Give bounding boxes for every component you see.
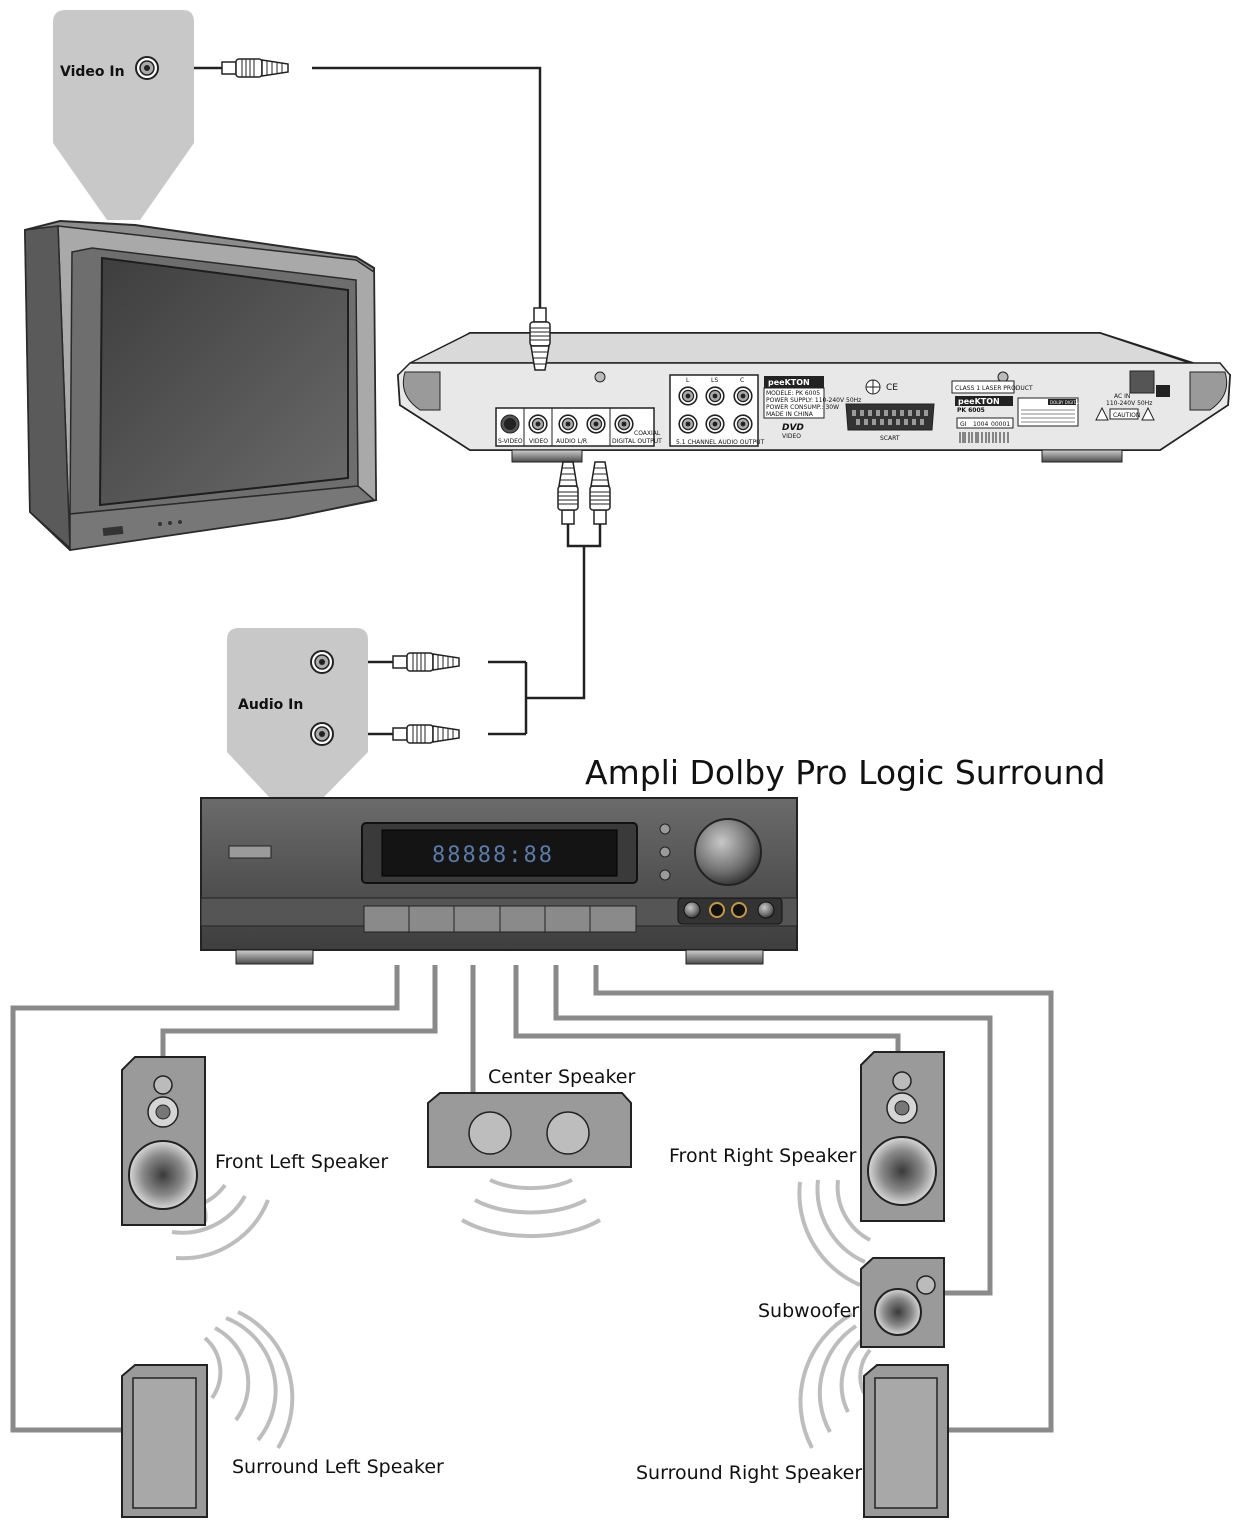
amp-display: 88888:88 (432, 843, 554, 868)
serial-number-2: 00001 (991, 421, 1010, 428)
ch-out-jack[interactable] (733, 414, 753, 434)
video-in-jack[interactable] (135, 56, 159, 80)
amp-small-knob[interactable] (683, 901, 701, 919)
audio-plug-amp-right (392, 724, 460, 744)
digital-output-label: DIGITAL OUTPUT (612, 438, 662, 445)
barcode (959, 432, 1009, 443)
serial-number-1: 1004 (973, 421, 988, 428)
video-plug-tv (221, 58, 289, 78)
surround-right-speaker (863, 1364, 949, 1518)
television (23, 219, 378, 552)
video-plug-dvd (529, 307, 551, 371)
s-video-label: S-VIDEO (498, 438, 523, 445)
power-switch[interactable] (1156, 385, 1170, 397)
scart-label: SCART (880, 435, 900, 442)
audio-plug-dvd-left (557, 461, 579, 525)
amp-button[interactable] (659, 869, 671, 881)
audio-in-label: Audio In (238, 697, 303, 713)
surround-right-speaker-label: Surround Right Speaker (636, 1462, 862, 1484)
front-right-speaker (860, 1051, 945, 1222)
video-label: VIDEO (529, 438, 548, 445)
brand-label: peeKTON (768, 378, 810, 387)
dvd-logo-sub: VIDEO (782, 433, 801, 440)
origin-line: MADE IN CHINA (766, 411, 814, 418)
dvd-logo: DVD (782, 423, 804, 433)
front-left-speaker (121, 1056, 206, 1226)
caution-label: CAUTION (1113, 412, 1140, 419)
front-jack[interactable] (731, 902, 747, 918)
serial-code: GI (960, 421, 967, 428)
audio-cable (526, 546, 586, 700)
amplifier-title: Ampli Dolby Pro Logic Surround (585, 753, 1105, 792)
amp-button[interactable] (659, 846, 671, 858)
audio-in-jack-left[interactable] (310, 650, 334, 674)
ch-out-jack[interactable] (678, 414, 698, 434)
ch-out-jack[interactable] (678, 386, 698, 406)
wire-subwoofer (553, 965, 993, 1296)
audio-left-jack[interactable] (558, 414, 578, 434)
channel-output-label: 5.1 CHANNEL AUDIO OUTPUT (676, 439, 765, 446)
laser-label: CLASS 1 LASER PRODUCT (955, 385, 1033, 392)
coaxial-jack[interactable] (614, 414, 634, 434)
amp-small-knob[interactable] (757, 901, 775, 919)
ch-out-jack[interactable] (705, 414, 725, 434)
volume-knob[interactable] (694, 818, 762, 886)
audio-plug-dvd-right (589, 461, 611, 525)
dvd-player: S-VIDEO VIDEO AUDIO L/R DIGITAL OUTPUT C… (396, 307, 1232, 525)
ce-mark: CE (886, 383, 898, 393)
serial-brand: peeKTON (958, 397, 1000, 406)
power-line: POWER SUPPLY: 110-240V 50Hz (766, 397, 861, 404)
speaker-wires (10, 965, 1054, 1433)
ch-l-label: L (686, 377, 690, 384)
dolby-label: DOLBY DIGITAL (1050, 400, 1081, 405)
sound-waves (171, 1156, 880, 1450)
front-jack[interactable] (709, 902, 725, 918)
power-button[interactable] (228, 845, 272, 859)
front-left-speaker-label: Front Left Speaker (215, 1151, 388, 1173)
center-speaker-label: Center Speaker (488, 1066, 635, 1088)
subwoofer (860, 1257, 945, 1348)
audio-right-jack[interactable] (586, 414, 606, 434)
s-video-jack[interactable] (500, 414, 520, 434)
audio-lr-label: AUDIO L/R (556, 438, 587, 445)
consumption-line: POWER CONSUMP.: 30W (766, 404, 839, 411)
power-socket[interactable] (1129, 370, 1155, 394)
ch-c-label: C (740, 377, 744, 384)
ch-ls-label: LS (711, 377, 718, 384)
serial-model: PK 6005 (957, 407, 985, 414)
amp-button[interactable] (659, 823, 671, 835)
center-speaker (427, 1092, 632, 1168)
audio-plug-amp-left (392, 652, 460, 672)
amplifier: 88888:88 (200, 797, 798, 965)
surround-left-speaker-label: Surround Left Speaker (232, 1456, 444, 1478)
coaxial-label: COAXIAL (634, 430, 661, 437)
ch-out-jack[interactable] (705, 386, 725, 406)
model-line: MODELE: PK 6005 (766, 390, 820, 397)
surround-left-speaker (121, 1364, 208, 1518)
wire-front-right (513, 965, 901, 1055)
subwoofer-label: Subwoofer (758, 1300, 859, 1322)
video-in-label: Video In (60, 64, 125, 80)
ac-in-rating: 110-240V 50Hz (1106, 400, 1152, 407)
video-cable (312, 66, 542, 308)
scart-connector[interactable] (845, 403, 935, 431)
audio-cable-join (566, 524, 602, 548)
wire-surround-right (593, 965, 1054, 1433)
wire-front-left (160, 965, 438, 1060)
video-out-jack[interactable] (528, 414, 548, 434)
wire-surround-left (10, 965, 400, 1433)
front-right-speaker-label: Front Right Speaker (669, 1145, 857, 1167)
ac-in-label: AC IN (1114, 393, 1130, 400)
tv-input-callout: Video In (53, 10, 289, 220)
ch-out-jack[interactable] (733, 386, 753, 406)
audio-in-jack-right[interactable] (310, 722, 334, 746)
amp-input-callout: Audio In (227, 628, 460, 798)
